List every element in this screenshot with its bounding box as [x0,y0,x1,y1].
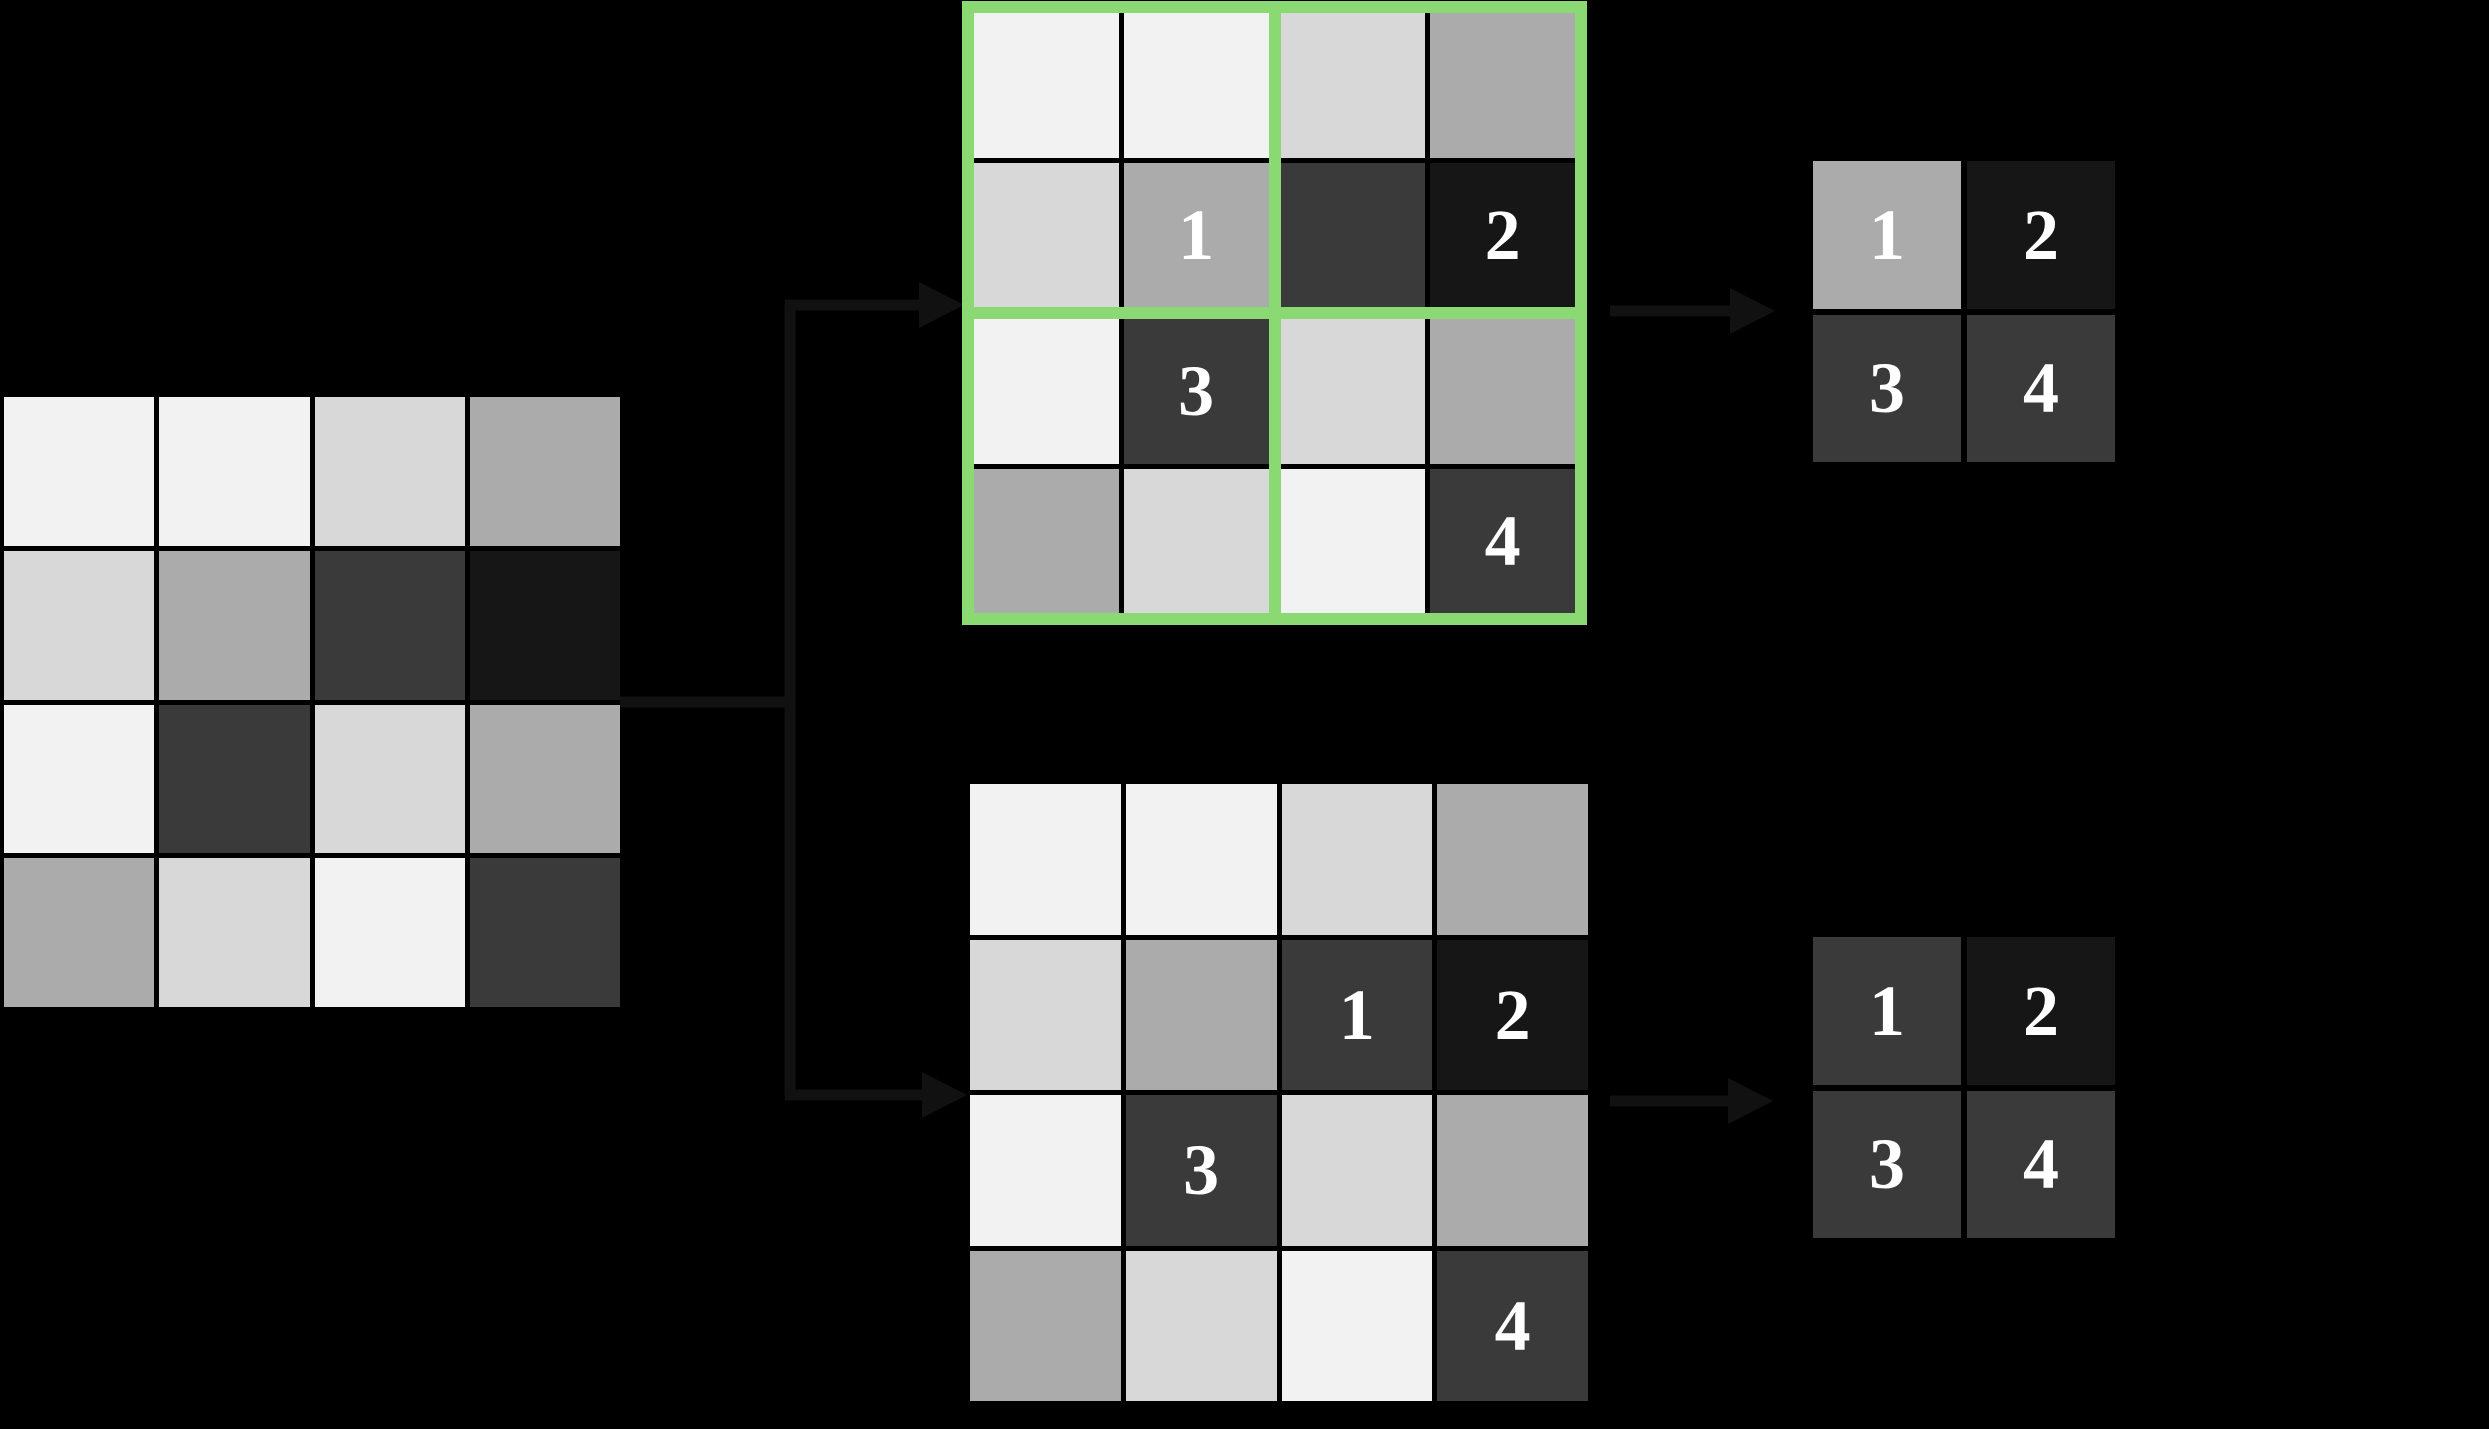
output-grid-top: 1 2 3 4 [1813,161,2115,462]
output-grid-top-label-4: 4 [2023,348,2059,429]
pooling-region-3: 3 [974,319,1269,613]
output-grid-bottom-cell-r1c1: 1 [1813,937,1961,1085]
unpartitioned-grid-cell-r2c1 [970,939,1121,1090]
pooled-regions-grid-cell-r2c3 [1280,162,1426,307]
input-grid-cell-r4c3 [314,858,465,1007]
unpartitioned-grid-label-1: 1 [1338,974,1375,1055]
unpartitioned-grid-cell-r3c3 [1281,1095,1433,1246]
unpartitioned-grid-cell-r1c3 [1281,784,1433,935]
input-grid [4,397,620,1007]
output-grid-top-cell-r1c1: 1 [1813,161,1961,309]
pooled-regions-grid-cell-r1c2 [1123,13,1269,158]
input-grid-cell-r1c4 [469,397,620,546]
unpartitioned-grid-cell-r3c2: 3 [1125,1095,1277,1246]
unpartitioned-grid-cell-r4c4: 4 [1437,1250,1588,1401]
pooled-regions-grid: 1 2 3 4 [962,1,1587,625]
output-grid-bottom-label-3: 3 [1869,1124,1905,1205]
unpartitioned-grid-cell-r2c2 [1125,939,1277,1090]
output-grid-top-label-2: 2 [2023,194,2059,275]
input-grid-cell-r3c4 [469,704,620,854]
input-grid-cell-r2c2 [159,550,310,700]
unpartitioned-grid-cell-r1c2 [1125,784,1277,935]
unpartitioned-grid: 1 2 3 4 [970,784,1588,1401]
pooled-regions-grid-cell-r2c1 [974,162,1119,307]
pooling-region-2: 2 [1280,13,1575,307]
output-grid-bottom-cell-r2c1: 3 [1813,1090,1961,1238]
pooled-regions-grid-cell-r2c2: 1 [1123,162,1269,307]
output-grid-top-cell-r2c1: 3 [1813,314,1961,462]
output-grid-bottom-cell-r2c2: 4 [1967,1090,2115,1238]
pooled-regions-grid-label-1: 1 [1178,194,1215,275]
input-grid-cell-r1c3 [314,397,465,546]
unpartitioned-grid-cell-r2c4: 2 [1437,939,1588,1090]
output-grid-top-label-3: 3 [1869,348,1905,429]
pooled-regions-grid-cell-r1c3 [1280,13,1426,158]
pooled-regions-grid-cell-r1c1 [974,13,1119,158]
output-grid-bottom-label-2: 2 [2023,970,2059,1051]
pooled-regions-grid-label-3: 3 [1178,351,1215,432]
unpartitioned-grid-label-2: 2 [1494,974,1531,1055]
arrowhead-bottom-grid [922,1072,967,1118]
pooled-regions-grid-cell-r3c2: 3 [1123,319,1269,464]
pooling-region-4: 4 [1280,319,1575,613]
unpartitioned-grid-label-4: 4 [1494,1285,1531,1366]
arrow-input-to-branch [620,305,796,1095]
output-grid-top-label-1: 1 [1869,194,1905,275]
arrowhead-top-output [1730,288,1775,334]
input-grid-cell-r2c1 [4,550,155,700]
unpartitioned-grid-label-3: 3 [1183,1130,1220,1211]
unpartitioned-grid-cell-r1c4 [1437,784,1588,935]
pooled-regions-grid-cell-r4c1 [974,468,1119,613]
pooled-regions-grid-cell-r2c4: 2 [1430,162,1575,307]
input-grid-cell-r3c1 [4,704,155,854]
input-grid-cell-r1c2 [159,397,310,546]
input-grid-cell-r3c3 [314,704,465,854]
output-grid-top-cell-r2c2: 4 [1967,314,2115,462]
input-grid-cell-r4c1 [4,858,155,1007]
output-grid-bottom-label-4: 4 [2023,1124,2059,1205]
pooled-regions-grid-label-2: 2 [1484,194,1521,275]
unpartitioned-grid-cell-r2c3: 1 [1281,939,1433,1090]
unpartitioned-grid-cell-r4c2 [1125,1250,1277,1401]
unpartitioned-grid-cell-r3c4 [1437,1095,1588,1246]
unpartitioned-grid-cell-r4c1 [970,1250,1121,1401]
unpartitioned-grid-cell-r1c1 [970,784,1121,935]
pooled-regions-grid-cell-r3c1 [974,319,1119,464]
pooling-region-1: 1 [974,13,1269,307]
pooled-regions-grid-cell-r1c4 [1430,13,1575,158]
input-grid-cell-r4c4 [469,858,620,1007]
input-grid-cell-r3c2 [159,704,310,854]
output-grid-bottom-label-1: 1 [1869,970,1905,1051]
output-grid-top-cell-r1c2: 2 [1967,161,2115,309]
input-grid-cell-r1c1 [4,397,155,546]
pooled-regions-grid-cell-r4c3 [1280,468,1426,613]
pooled-regions-grid-cell-r3c4 [1430,319,1575,464]
input-grid-cell-r2c3 [314,550,465,700]
pooled-regions-grid-cell-r4c4: 4 [1430,468,1575,613]
input-grid-cell-r2c4 [469,550,620,700]
arrowhead-bottom-output [1728,1078,1773,1124]
unpartitioned-grid-cell-r4c3 [1281,1250,1433,1401]
pooled-regions-grid-cell-r4c2 [1123,468,1269,613]
pooled-regions-grid-cell-r3c3 [1280,319,1426,464]
input-grid-cell-r4c2 [159,858,310,1007]
unpartitioned-grid-cell-r3c1 [970,1095,1121,1246]
arrowhead-top-grid [919,282,964,328]
pooled-regions-grid-label-4: 4 [1484,500,1521,581]
output-grid-bottom: 1 2 3 4 [1813,937,2115,1238]
output-grid-bottom-cell-r1c2: 2 [1967,937,2115,1085]
